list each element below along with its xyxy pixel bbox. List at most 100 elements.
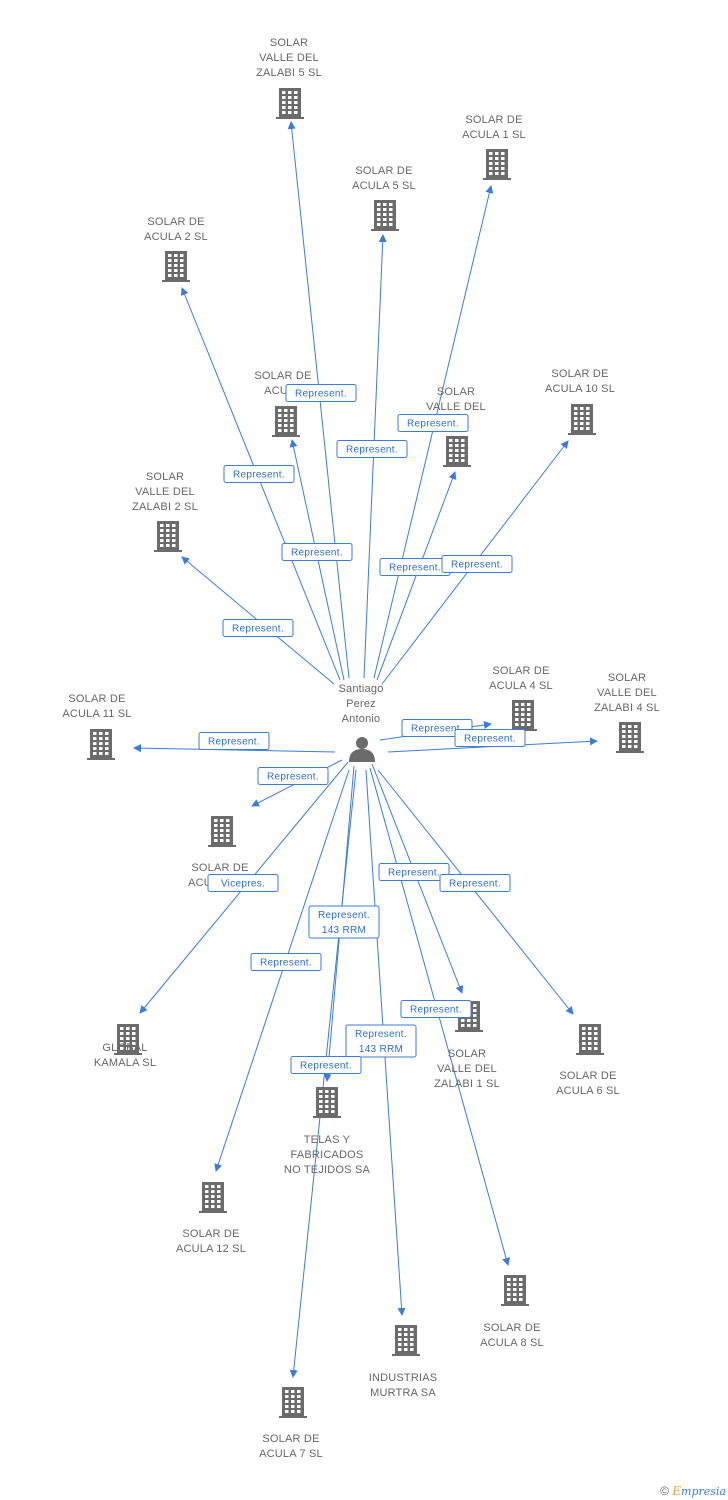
company-node-acula10[interactable]: SOLAR DE ACULA 10 SL — [545, 368, 615, 435]
edge-label-text: Represent. — [295, 389, 347, 400]
edge-label-text: Represent. — [346, 445, 398, 456]
edge-label-acula7[interactable]: Represent. — [290, 1056, 362, 1074]
edge-label-acula5[interactable]: Represent. — [336, 440, 408, 458]
edge-label-telas[interactable]: Represent.143 RRM — [308, 905, 380, 939]
company-name-line: GLOBAL — [102, 1042, 147, 1054]
edge-label-text: Represent. — [410, 1005, 462, 1016]
edge-label-text: Represent. — [300, 1061, 352, 1072]
edge-labels-layer: Represent.Represent.Represent.Represent.… — [198, 384, 526, 1074]
company-name-line: ZALABI 5 SL — [256, 67, 322, 79]
edge-label-acula3[interactable]: Represent. — [281, 543, 353, 561]
edge-label-zalabi5[interactable]: Represent. — [285, 384, 357, 402]
edge-label-text: Represent. — [407, 419, 459, 430]
edge-label-text: Represent. — [233, 470, 285, 481]
company-name-line: VALLE DEL — [259, 52, 319, 64]
company-node-zalabi5[interactable]: SOLAR VALLE DEL ZALABI 5 SL — [256, 37, 322, 119]
building-icon — [154, 521, 182, 552]
edge-label-box — [281, 543, 353, 561]
edge-label-acula10[interactable]: Represent. — [441, 555, 513, 573]
edge-label-zalabi3[interactable]: Represent. — [379, 558, 451, 576]
company-node-acula5[interactable]: SOLAR DE ACULA 5 SL — [352, 165, 416, 231]
edge-label-global[interactable]: Vicepres. — [207, 874, 279, 892]
edge-label-text: Represent. — [388, 868, 440, 879]
company-name-line: SOLAR DE — [191, 862, 248, 874]
edge-label-acula2[interactable]: Represent. — [223, 465, 295, 483]
building-icon — [199, 1182, 227, 1213]
edge-label-industrias[interactable]: Represent.143 RRM — [345, 1024, 417, 1058]
building-icon — [313, 1087, 341, 1118]
company-name-line: SOLAR — [608, 672, 646, 684]
edge-label-box — [345, 1024, 417, 1058]
company-name-line: INDUSTRIAS — [369, 1372, 438, 1384]
edge-line-acula2 — [180, 287, 341, 681]
company-name-line: NO TEJIDOS SA — [284, 1164, 371, 1176]
copyright-symbol: © — [660, 1484, 669, 1498]
company-name-line: SOLAR DE — [355, 165, 412, 177]
center-name-line-3: Antonio — [342, 713, 381, 725]
edge-label-box — [378, 863, 450, 881]
company-name-line: ZALABI 2 SL — [132, 501, 198, 513]
edge-label-box — [222, 619, 294, 637]
edge-label-text: Represent. — [389, 563, 441, 574]
edge-label-box — [397, 414, 469, 432]
company-name-line: SOLAR — [146, 471, 184, 483]
edge-label-acula9[interactable]: Represent. — [257, 767, 329, 785]
edge-label-box — [290, 1056, 362, 1074]
edge-label-box — [250, 953, 322, 971]
company-name-line: SOLAR DE — [483, 1322, 540, 1334]
company-name-line: ACULA 12 SL — [176, 1243, 246, 1255]
center-person-node[interactable]: Santiago Perez Antonio — [338, 683, 383, 762]
company-name-line: SOLAR DE — [551, 368, 608, 380]
edge-label-acula1[interactable]: Represent. — [397, 414, 469, 432]
company-name-line: SOLAR DE — [559, 1070, 616, 1082]
company-name-line: SOLAR — [270, 37, 308, 49]
company-name-line: VALLE DEL — [426, 401, 486, 413]
company-name-line: ACULA 10 SL — [545, 383, 615, 395]
edge-label-text: Represent. — [449, 879, 501, 890]
edge-label-text: 143 RRM — [322, 925, 366, 936]
edge-label-acula11[interactable]: Represent. — [198, 732, 270, 750]
edge-label-acula8[interactable]: Represent. — [400, 1000, 472, 1018]
building-icon — [483, 149, 511, 180]
person-icon — [349, 737, 375, 762]
company-name-line: ACULA 5 SL — [352, 180, 416, 192]
building-icon — [616, 722, 644, 753]
building-icon — [114, 1024, 142, 1055]
edge-label-text: Represent. — [208, 737, 260, 748]
center-name-line-1: Santiago — [338, 683, 383, 695]
edge-label-zalabi2[interactable]: Represent. — [222, 619, 294, 637]
edge-label-acula6[interactable]: Represent. — [439, 874, 511, 892]
edge-label-zalabi4[interactable]: Represent. — [454, 729, 526, 747]
brand-logo-initial: E — [672, 1484, 682, 1498]
company-name-line: ACULA 4 SL — [489, 680, 553, 692]
building-icon — [371, 200, 399, 231]
company-name-line: SOLAR DE — [147, 216, 204, 228]
building-icon — [208, 816, 236, 847]
building-icon — [279, 1387, 307, 1418]
edge-label-zalabi1[interactable]: Represent. — [378, 863, 450, 881]
edge-label-acula12[interactable]: Represent. — [250, 953, 322, 971]
building-icon — [568, 404, 596, 435]
edge-label-text: Represent. — [260, 958, 312, 969]
edge-label-text: Represent. — [355, 1029, 407, 1040]
edge-label-box — [439, 874, 511, 892]
edge-label-box — [257, 767, 329, 785]
company-name-line: ACULA 11 SL — [62, 708, 131, 720]
